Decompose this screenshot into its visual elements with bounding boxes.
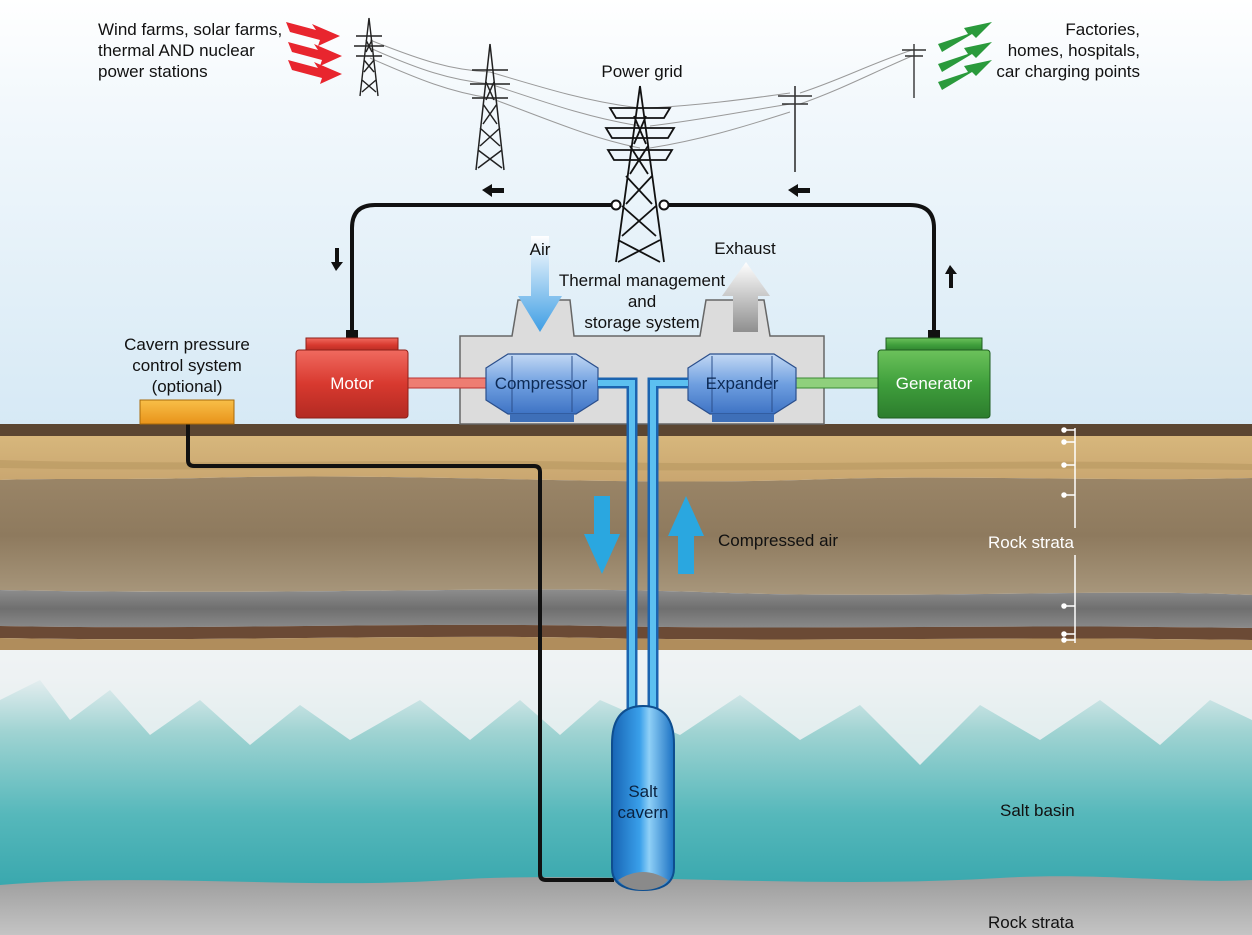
pylon-small-icon [354, 17, 384, 97]
pressure-control-line [186, 424, 614, 882]
exhaust-arrow-icon [722, 262, 770, 332]
arrow-down-icon [331, 248, 343, 271]
motor-box[interactable] [295, 337, 409, 419]
motor-shaft [405, 377, 489, 389]
source-arrows-icon [286, 22, 342, 84]
generator-box[interactable] [877, 337, 991, 419]
thermal-system-label: Thermal management and storage system [558, 271, 726, 332]
salt-basin-label: Salt basin [1000, 801, 1075, 820]
generator-terminal-icon [928, 330, 940, 338]
air-label: Air [529, 240, 551, 259]
grid-connection-wires [350, 203, 936, 330]
air-arrow-icon [518, 236, 562, 332]
motor-terminal-icon [346, 330, 358, 338]
arrow-up-icon [945, 265, 957, 288]
flow-direction-arrows [331, 184, 957, 288]
consumers-label: Factories, homes, hospitals, car chargin… [996, 20, 1140, 81]
sources-label: Wind farms, solar farms, thermal AND nuc… [98, 20, 283, 81]
pylon-medium-icon [470, 43, 510, 171]
rock-strata-upper-label: Rock strata [988, 533, 1074, 552]
exhaust-label: Exhaust [714, 239, 776, 258]
pylon-large-icon [604, 85, 676, 263]
consumer-arrows-icon [938, 22, 992, 90]
utility-pole-small-icon [902, 44, 926, 98]
pressure-control-label: Cavern pressure control system (optional… [124, 335, 250, 396]
generator-label: Generator [895, 374, 973, 393]
compressed-air-down-arrow-icon [584, 496, 620, 574]
strata-scale [1061, 427, 1076, 643]
grid-terminal-right-icon [658, 199, 670, 211]
power-lines [369, 39, 913, 149]
salt-cavern [611, 704, 675, 892]
rock-strata-lower-label: Rock strata [988, 913, 1074, 932]
generator-shaft [795, 377, 881, 389]
air-pipes [598, 377, 688, 715]
compressor-label: Compressor [494, 374, 588, 393]
arrow-left-icon [482, 184, 504, 197]
utility-pole-icon [778, 86, 812, 172]
power-grid-label: Power grid [601, 62, 683, 81]
expander-box[interactable] [687, 353, 797, 422]
compressed-air-up-arrow-icon [668, 496, 704, 574]
salt-cavern-label: Salt cavern [617, 782, 669, 822]
pressure-control-box[interactable] [139, 399, 235, 425]
compressed-air-label: Compressed air [718, 531, 838, 550]
grid-terminal-left-icon [610, 199, 622, 211]
arrow-left-icon [788, 184, 810, 197]
motor-label: Motor [330, 374, 374, 393]
compressor-box[interactable] [485, 353, 599, 422]
expander-label: Expander [705, 374, 779, 393]
